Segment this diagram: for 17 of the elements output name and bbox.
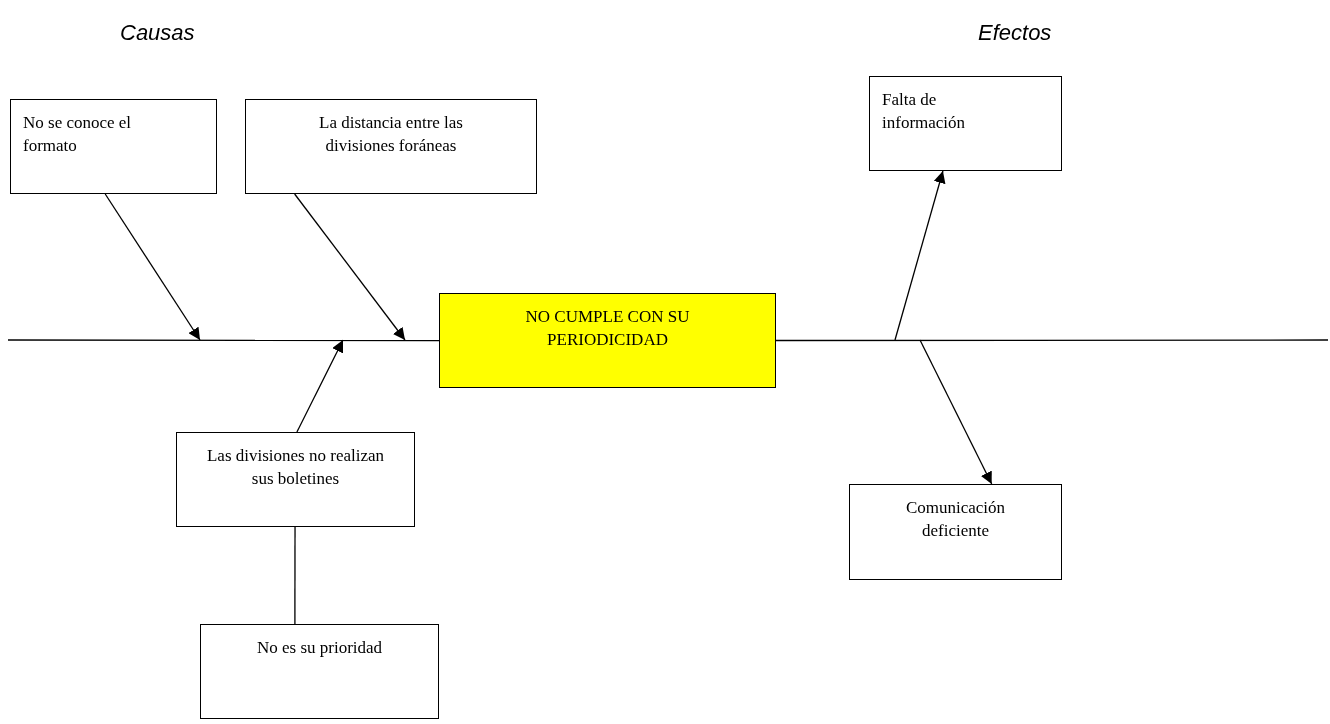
line bbox=[294, 526, 296, 625]
cause-box: No se conoce el formato bbox=[10, 99, 217, 194]
arrow bbox=[296, 339, 344, 433]
cause-box: La distancia entre las divisiones foráneas bbox=[245, 99, 537, 194]
line bbox=[775, 339, 1329, 342]
problem-box: NO CUMPLE CON SU PERIODICIDAD bbox=[439, 293, 776, 388]
cause-box: Las divisiones no realizan sus boletines bbox=[176, 432, 415, 527]
heading-label: Efectos bbox=[978, 19, 1052, 47]
effect-box: Falta de información bbox=[869, 76, 1062, 171]
arrow bbox=[294, 193, 406, 341]
arrow bbox=[919, 339, 993, 485]
arrow bbox=[894, 170, 946, 341]
line bbox=[7, 339, 440, 342]
heading-label: Causas bbox=[120, 19, 195, 47]
arrow bbox=[104, 193, 201, 341]
cause-box: No es su prioridad bbox=[200, 624, 439, 719]
effect-box: Comunicación deficiente bbox=[849, 484, 1062, 580]
